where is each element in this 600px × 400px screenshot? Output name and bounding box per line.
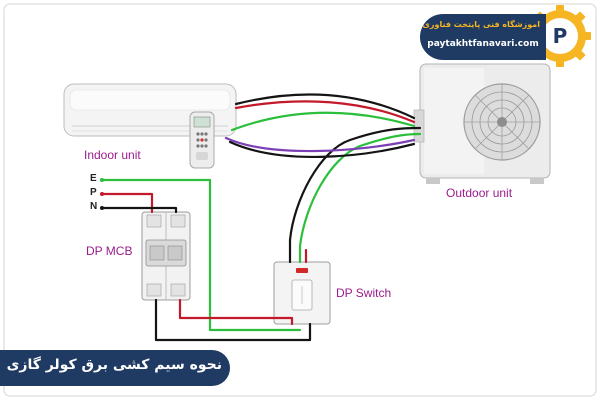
phase-wire-out: [178, 298, 294, 326]
phase-letter: P: [90, 187, 97, 198]
page-title: نحوه سیم کشی برق کولر گازی: [6, 357, 222, 373]
dp-mcb-breaker: [141, 211, 191, 301]
neutral-letter: N: [90, 201, 98, 212]
wire-terminals: [100, 178, 104, 210]
brand-badge: [420, 14, 546, 60]
title-banner: [0, 350, 230, 386]
neutral-wire-in: [100, 206, 178, 214]
neutral-wire-out: [154, 298, 312, 342]
unit-wires: [224, 93, 422, 264]
brand-name: اموزشگاه فنی پایتخت فناوری: [422, 20, 540, 29]
earth-wire: [100, 178, 302, 332]
dp-mcb-label: DP MCB: [86, 244, 133, 258]
outdoor-unit-label: Outdoor unit: [446, 186, 513, 200]
indoor-unit-label: Indoor unit: [84, 148, 141, 162]
svg-text:P: P: [553, 24, 568, 48]
phase-wire-in: [100, 192, 154, 214]
supply-wires: [100, 178, 312, 342]
dp-switch-label: DP Switch: [336, 286, 392, 300]
dp-switch: [273, 261, 331, 325]
brand-url: paytakhtfanavari.com: [427, 39, 539, 49]
earth-letter: E: [90, 173, 97, 184]
remote-control: [189, 111, 215, 169]
brand-logo-icon: P: [529, 5, 591, 67]
outdoor-unit: [413, 63, 551, 184]
